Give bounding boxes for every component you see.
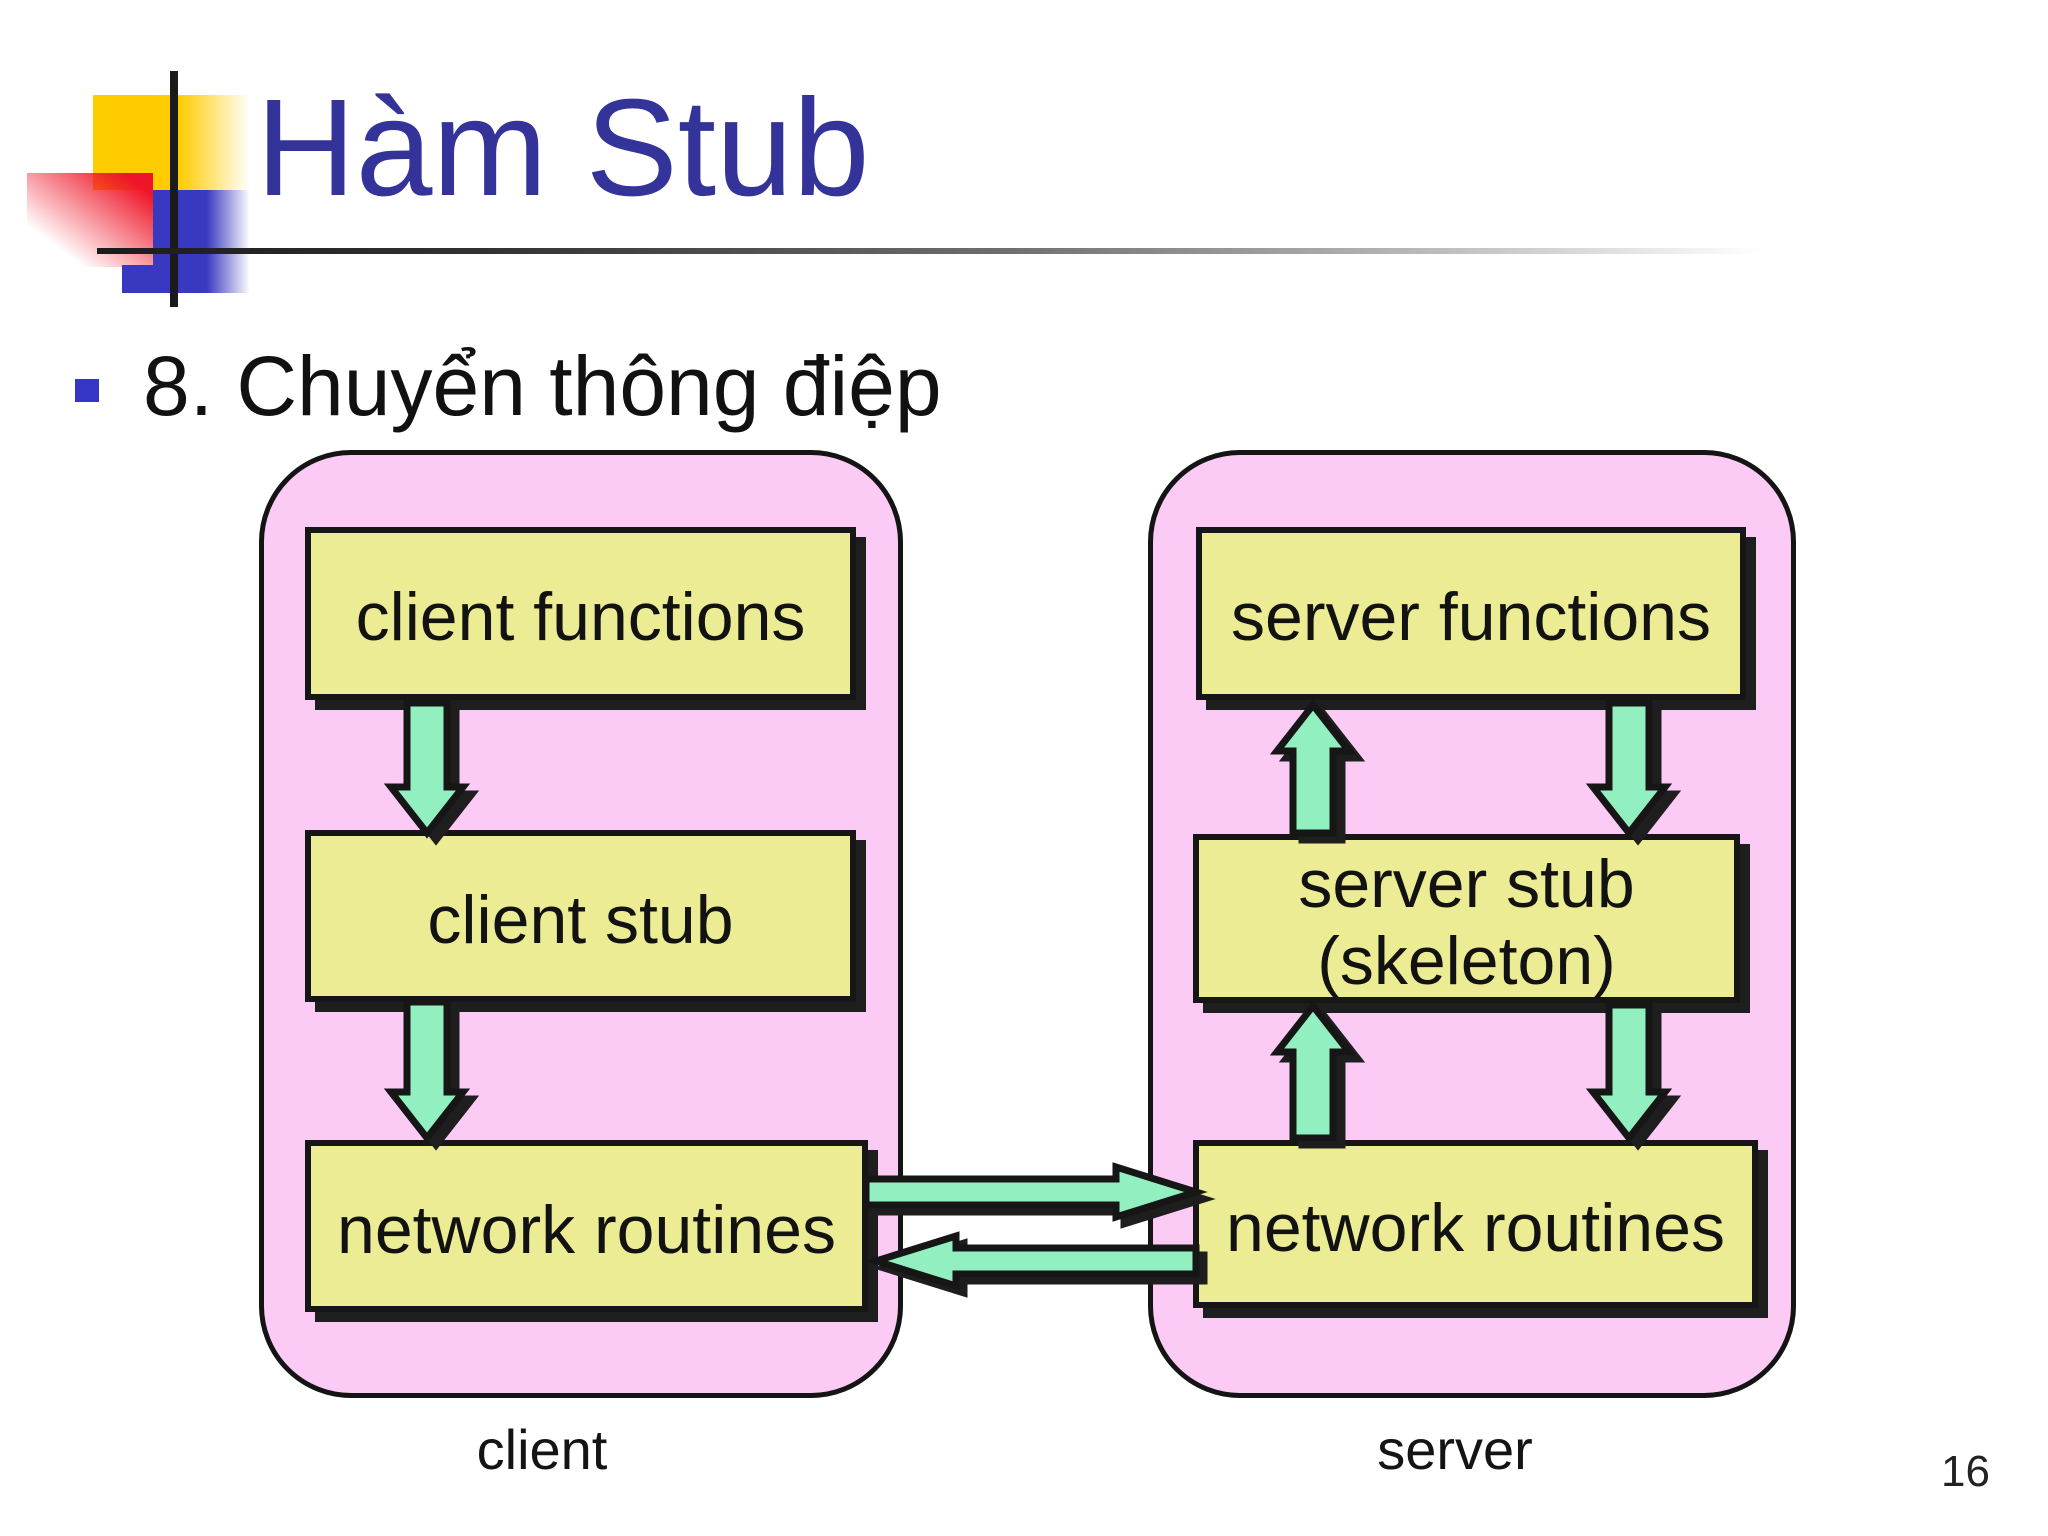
bullet-text: 8. Chuyển thông điệp [143, 339, 942, 433]
bullet-square-icon [75, 379, 99, 402]
box-client-functions-label: client functions [355, 579, 806, 656]
box-server-network-routines-label: network routines [1226, 1189, 1725, 1266]
box-client-network-routines: network routines [305, 1140, 868, 1312]
box-server-functions-label: server functions [1231, 579, 1711, 656]
slide-title: Hàm Stub [256, 71, 870, 225]
box-client-stub: client stub [305, 830, 856, 1002]
decor-vertical-line [170, 71, 178, 307]
decor-blue-square-lower [122, 265, 154, 293]
box-server-network-routines: network routines [1193, 1140, 1758, 1308]
title-divider-line [97, 248, 1907, 254]
box-client-network-routines-label: network routines [337, 1191, 836, 1268]
box-client-stub-label: client stub [427, 881, 734, 958]
decor-blue-square [153, 190, 250, 293]
box-server-stub-line1: server stub [1298, 846, 1635, 923]
box-client-functions: client functions [305, 527, 856, 700]
box-server-stub: server stub (skeleton) [1193, 834, 1740, 1003]
server-panel-caption: server [1377, 1418, 1533, 1481]
client-panel-caption: client [476, 1418, 608, 1481]
box-server-stub-line2: (skeleton) [1317, 922, 1616, 999]
page-number: 16 [1941, 1447, 1990, 1496]
box-server-functions: server functions [1196, 527, 1746, 700]
